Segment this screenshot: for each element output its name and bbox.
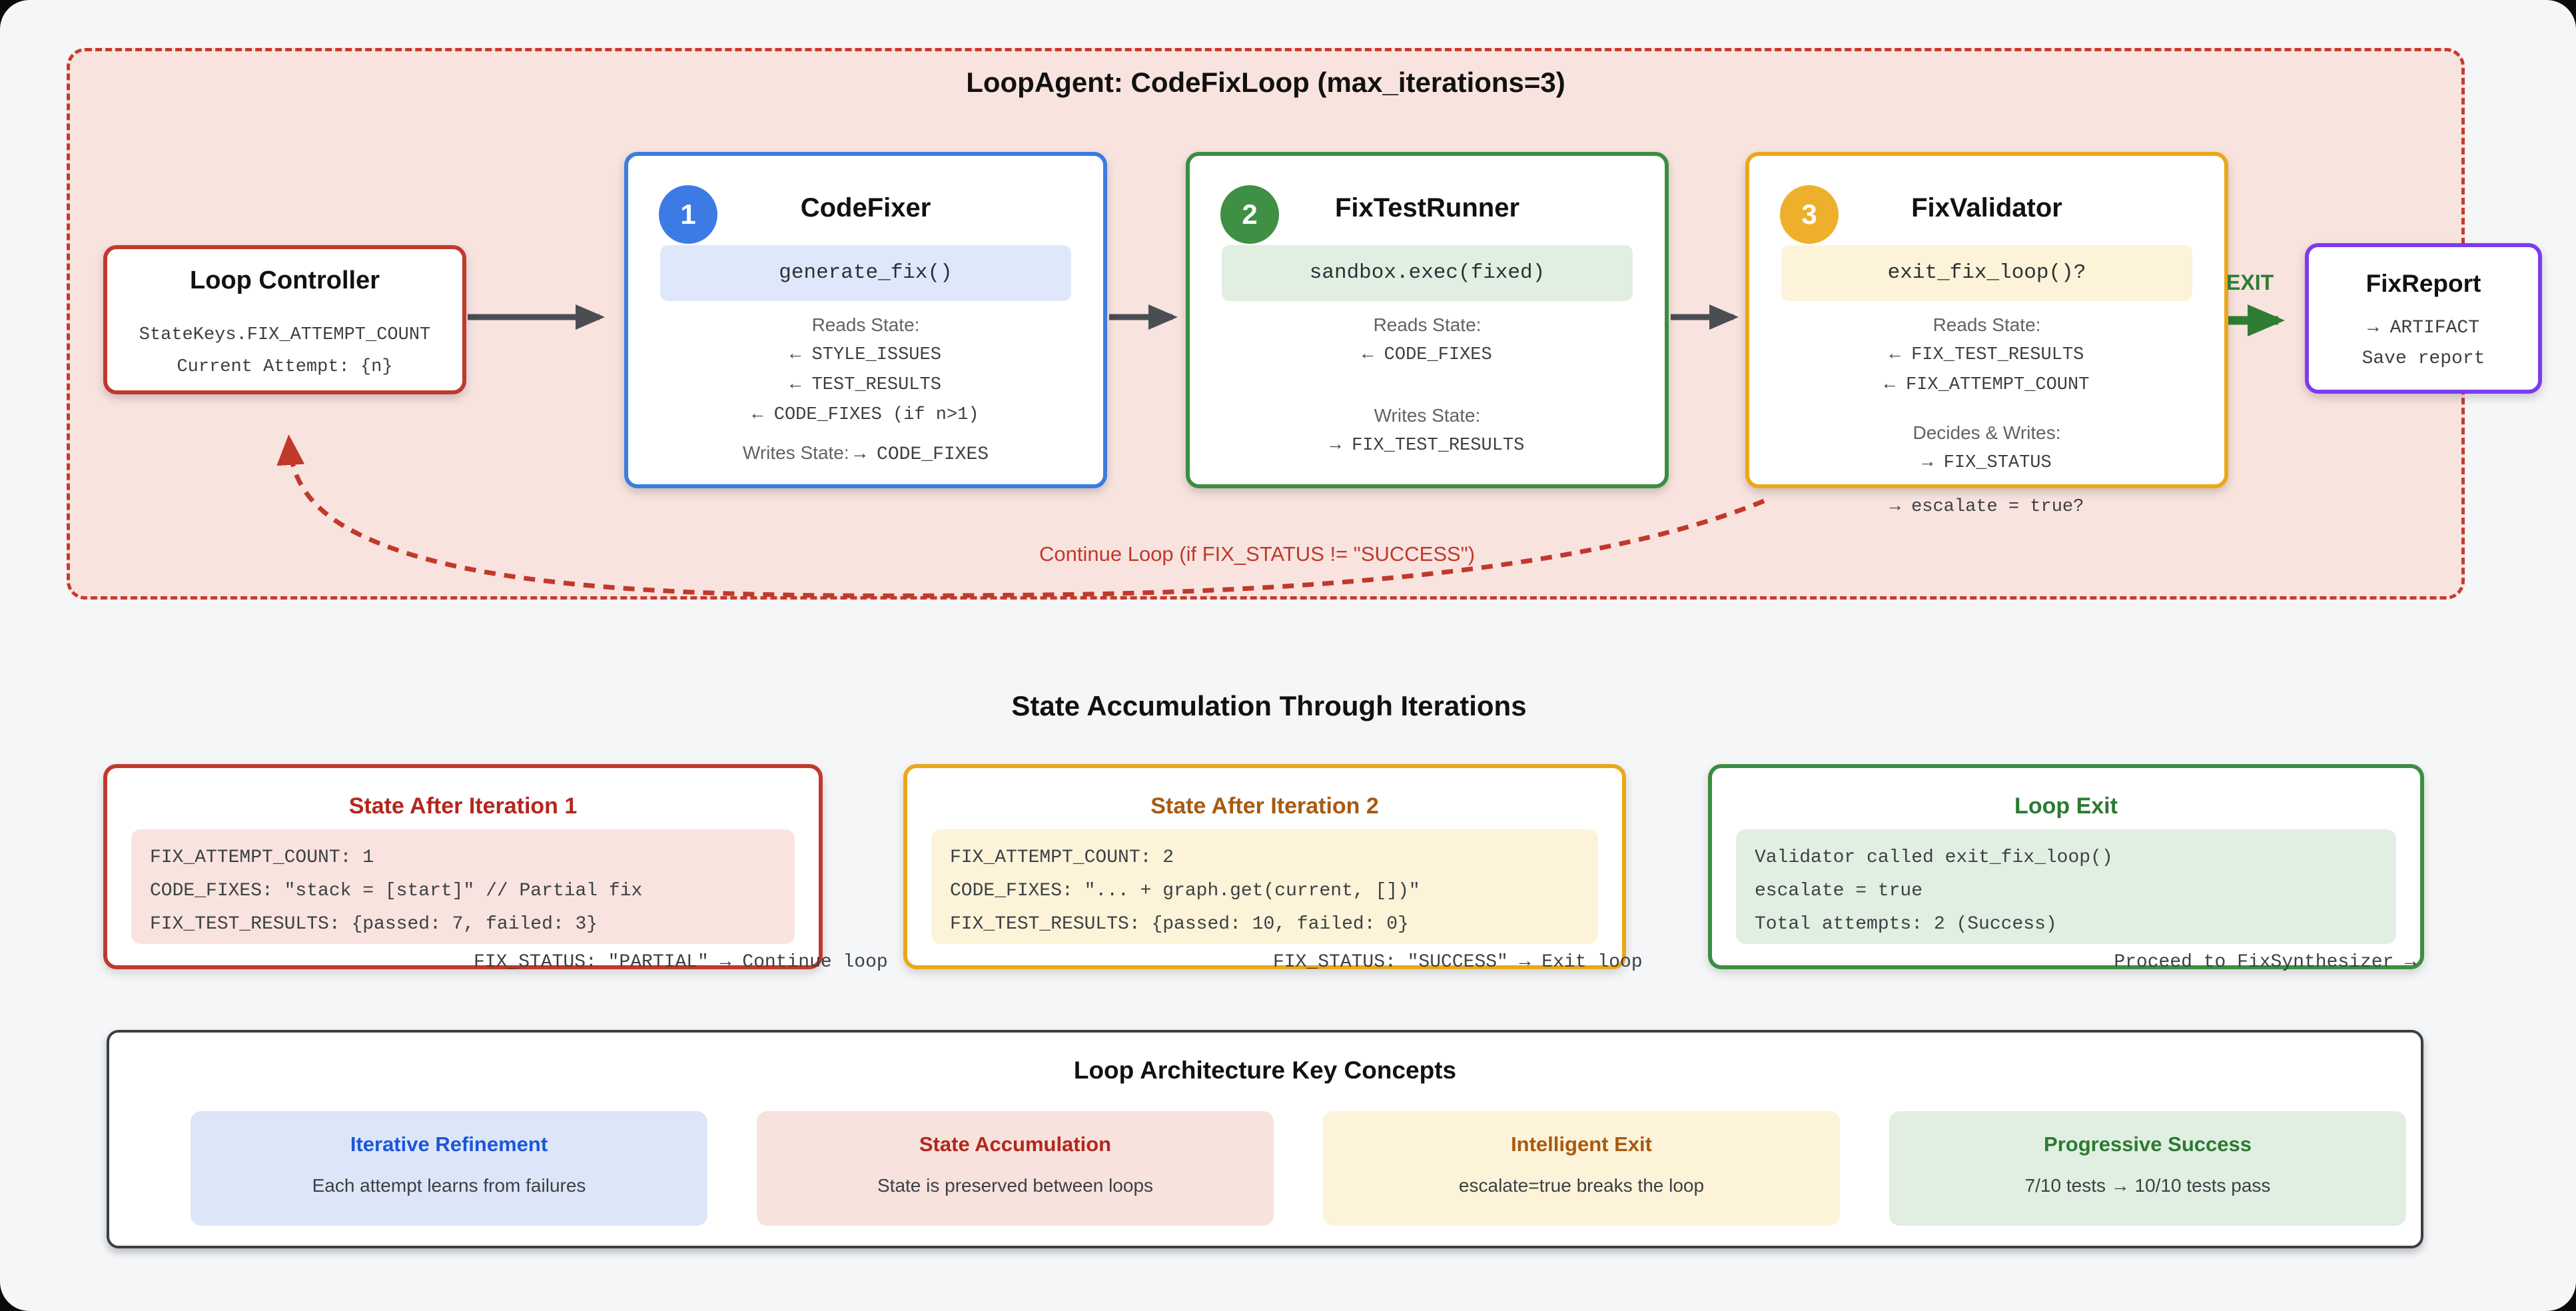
fixtestrunner-read-1: ← CODE_FIXES — [1362, 345, 1492, 365]
step-1-badge: 1 — [659, 185, 717, 244]
concept-card-desc: State is preserved between loops — [877, 1175, 1154, 1196]
codefixer-writes-value: → CODE_FIXES — [854, 444, 989, 465]
codefixer-read-2: ← TEST_RESULTS — [790, 375, 941, 395]
concept-card-desc: 7/10 tests → 10/10 tests pass — [2024, 1175, 2271, 1196]
loop-controller-attempt: Current Attempt: {n} — [177, 357, 393, 377]
fixvalidator-title: FixValidator — [1911, 193, 2062, 222]
state-iteration-1-title: State After Iteration 1 — [348, 793, 578, 819]
state-iteration-1-code: FIX_ATTEMPT_COUNT: 1 CODE_FIXES: "stack … — [131, 829, 795, 944]
concept-card-title: State Accumulation — [919, 1132, 1112, 1156]
code-line: CODE_FIXES: "... + graph.get(current, []… — [950, 881, 1420, 901]
fixvalidator-method-pill: exit_fix_loop()? — [1781, 245, 2192, 301]
fixtestrunner-title: FixTestRunner — [1334, 193, 1520, 222]
fixvalidator-reads-label: Reads State: — [1932, 314, 2041, 335]
state-section-heading: State Accumulation Through Iterations — [1011, 690, 1527, 721]
concept-card-title: Iterative Refinement — [350, 1132, 548, 1156]
code-line: FIX_ATTEMPT_COUNT: 2 — [950, 847, 1174, 868]
concept-card-title: Intelligent Exit — [1511, 1132, 1652, 1156]
codefixer-read-1: ← STYLE_ISSUES — [790, 345, 941, 365]
loop-controller-statekey: StateKeys.FIX_ATTEMPT_COUNT — [139, 325, 431, 345]
codefixer-title: CodeFixer — [800, 193, 931, 222]
fixvalidator-node: 3 FixValidator exit_fix_loop()? Reads St… — [1745, 152, 2228, 517]
key-concepts-heading: Loop Architecture Key Concepts — [1073, 1057, 1457, 1084]
state-iteration-1-box: State After Iteration 1 FIX_ATTEMPT_COUN… — [103, 764, 888, 973]
codefixer-writes-label: Writes State: — [742, 442, 849, 463]
state-iteration-1-status-overflow: FIX_STATUS: "PARTIAL" → Continue loop — [474, 952, 888, 973]
loop-controller-title: Loop Controller — [190, 266, 380, 294]
concept-card-title: Progressive Success — [2044, 1132, 2252, 1156]
fixreport-artifact-line: → ARTIFACT — [2367, 318, 2480, 338]
code-line: Total attempts: 2 (Success) — [1755, 914, 2057, 935]
concept-card-iterative-refinement: Iterative Refinement Each attempt learns… — [191, 1111, 707, 1226]
fixreport-node: FixReport → ARTIFACT Save report — [2305, 243, 2542, 394]
fixtestrunner-writes-label: Writes State: — [1374, 405, 1481, 426]
concept-card-desc: Each attempt learns from failures — [312, 1175, 586, 1196]
loop-exit-proceed-overflow: Proceed to FixSynthesizer → — [2114, 952, 2416, 973]
loop-exit-code: Validator called exit_fix_loop() escalat… — [1736, 829, 2396, 944]
exit-label: EXIT — [2226, 270, 2274, 294]
code-line: FIX_TEST_RESULTS: {passed: 7, failed: 3} — [150, 914, 598, 935]
concept-card-desc: escalate=true breaks the loop — [1458, 1175, 1705, 1196]
fixtestrunner-node: 2 FixTestRunner sandbox.exec(fixed) Read… — [1186, 152, 1669, 488]
state-iteration-2-code: FIX_ATTEMPT_COUNT: 2 CODE_FIXES: "... + … — [931, 829, 1598, 944]
codefixer-method-pill: generate_fix() — [660, 245, 1071, 301]
code-line: CODE_FIXES: "stack = [start]" // Partial… — [150, 881, 643, 901]
codefixer-reads-label: Reads State: — [811, 314, 920, 335]
step-2-badge: 2 — [1220, 185, 1279, 244]
loop-agent-title: LoopAgent: CodeFixLoop (max_iterations=3… — [966, 67, 1565, 98]
codefixer-writes-line: Writes State: → CODE_FIXES — [628, 442, 1103, 465]
fixreport-title: FixReport — [2365, 270, 2481, 297]
loop-exit-title: Loop Exit — [2014, 793, 2118, 819]
concept-card-state-accumulation: State Accumulation State is preserved be… — [757, 1111, 1274, 1226]
key-concepts-panel: Loop Architecture Key Concepts Iterative… — [107, 1030, 2423, 1248]
fixvalidator-read-1: ← FIX_TEST_RESULTS — [1889, 345, 2084, 365]
code-line: FIX_ATTEMPT_COUNT: 1 — [150, 847, 374, 868]
continue-loop-label: Continue Loop (if FIX_STATUS != "SUCCESS… — [1039, 542, 1476, 566]
fixvalidator-write-1: → FIX_STATUS — [1922, 453, 2052, 473]
fixreport-save-line: Save report — [2361, 348, 2485, 369]
code-line: Validator called exit_fix_loop() — [1755, 847, 2113, 868]
concept-card-intelligent-exit: Intelligent Exit escalate=true breaks th… — [1323, 1111, 1840, 1226]
loop-controller-node: Loop Controller StateKeys.FIX_ATTEMPT_CO… — [103, 245, 466, 394]
fixvalidator-write-2-overflow: → escalate = true? — [1889, 497, 2084, 517]
concept-card-progressive-success: Progressive Success 7/10 tests → 10/10 t… — [1889, 1111, 2406, 1226]
step-3-badge: 3 — [1780, 185, 1839, 244]
fixtestrunner-method-pill: sandbox.exec(fixed) — [1222, 245, 1633, 301]
fixvalidator-decides-label: Decides & Writes: — [1913, 422, 2061, 443]
code-line: escalate = true — [1755, 881, 1923, 901]
state-iteration-2-title: State After Iteration 2 — [1150, 793, 1379, 819]
state-iteration-2-box: State After Iteration 2 FIX_ATTEMPT_COUN… — [903, 764, 1643, 973]
code-line: FIX_TEST_RESULTS: {passed: 10, failed: 0… — [950, 914, 1409, 935]
loop-exit-box: Loop Exit Validator called exit_fix_loop… — [1708, 764, 2424, 973]
codefixer-read-3: ← CODE_FIXES (if n>1) — [752, 405, 979, 425]
fixvalidator-read-2: ← FIX_ATTEMPT_COUNT — [1884, 375, 2090, 395]
fixtestrunner-reads-label: Reads State: — [1373, 314, 1482, 335]
state-iteration-2-status-overflow: FIX_STATUS: "SUCCESS" → Exit loop — [1273, 952, 1643, 973]
codefixer-node: 1 CodeFixer generate_fix() Reads State: … — [624, 152, 1107, 488]
fixtestrunner-write-1: → FIX_TEST_RESULTS — [1330, 436, 1525, 456]
